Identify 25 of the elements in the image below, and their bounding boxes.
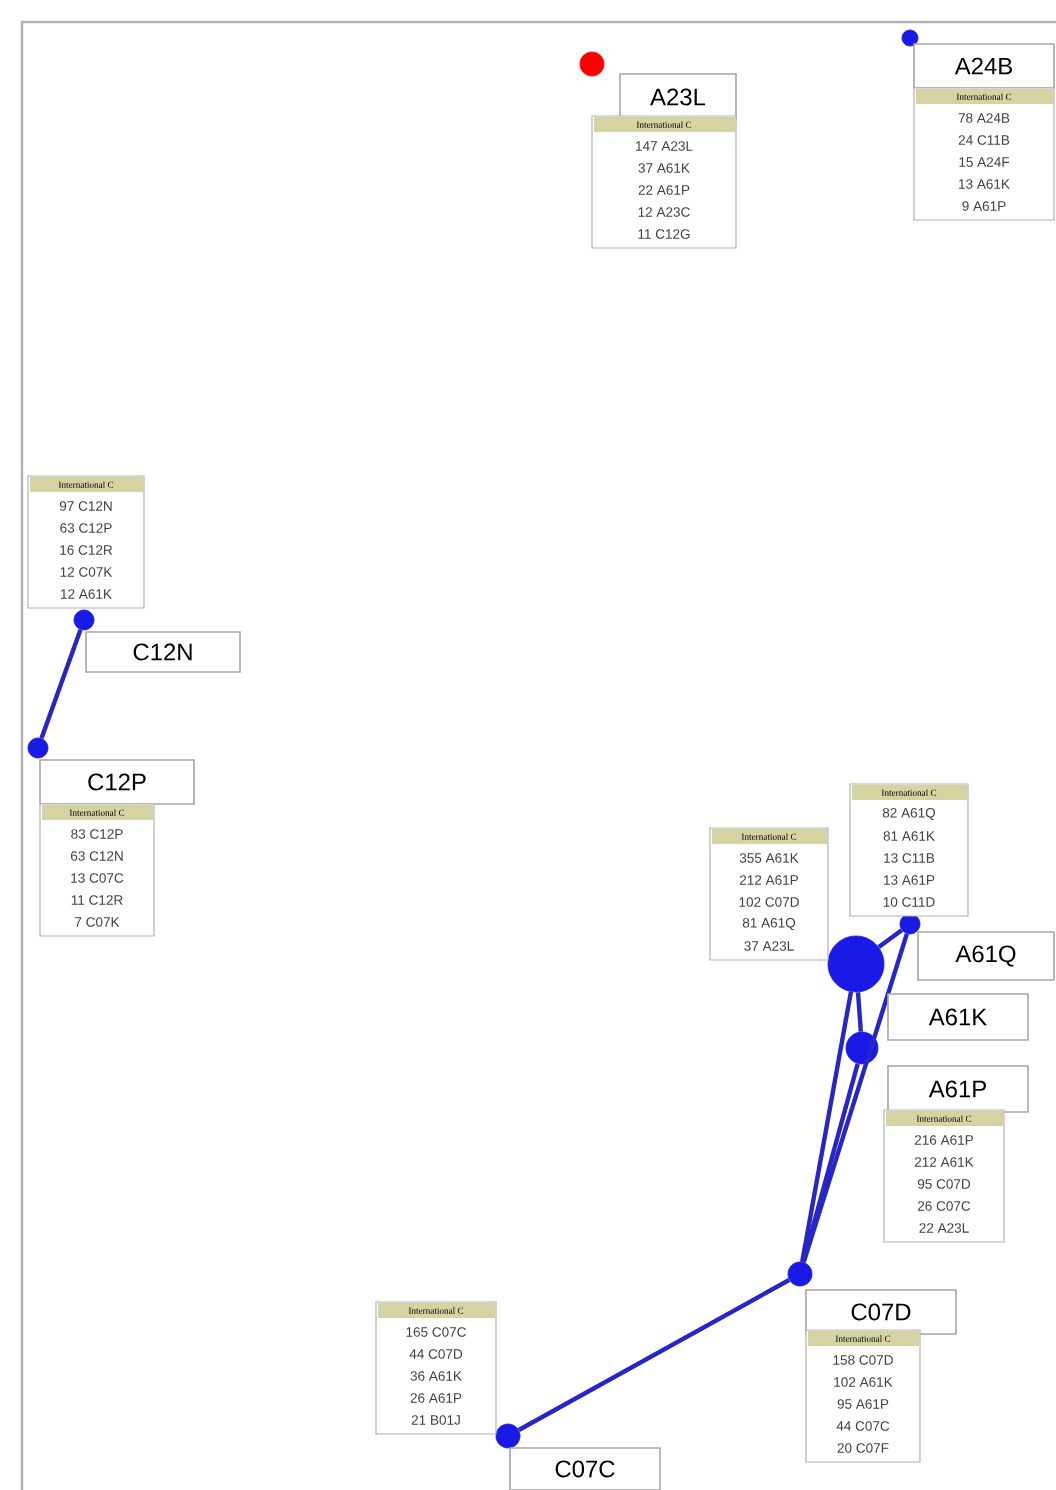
label-box: A61Q [917, 931, 1055, 981]
edge-line [801, 1063, 860, 1263]
label-box: A61P [887, 1065, 1029, 1113]
graph-dot [827, 935, 885, 993]
label-box: A24B [913, 43, 1055, 89]
graph-dot [845, 1031, 879, 1065]
graph-dot [73, 609, 95, 631]
edge-line [801, 933, 909, 1263]
label-box: C12N [85, 631, 241, 673]
edge-line [39, 629, 83, 739]
graph-dot [901, 29, 919, 47]
graph-dot [495, 1423, 521, 1449]
graph-dot [579, 51, 605, 77]
edge-line [800, 991, 854, 1263]
graph-dot [899, 913, 921, 935]
edge-line [877, 928, 903, 949]
edge-line [855, 992, 864, 1032]
edge-line [517, 1278, 791, 1432]
label-box: C12P [39, 759, 195, 805]
label-box: A23L [619, 73, 737, 121]
graph-dot [27, 737, 49, 759]
graph-dot [787, 1261, 813, 1287]
label-box: C07D [805, 1289, 957, 1335]
label-box: A61K [887, 993, 1029, 1041]
label-box: C07C [509, 1447, 661, 1490]
